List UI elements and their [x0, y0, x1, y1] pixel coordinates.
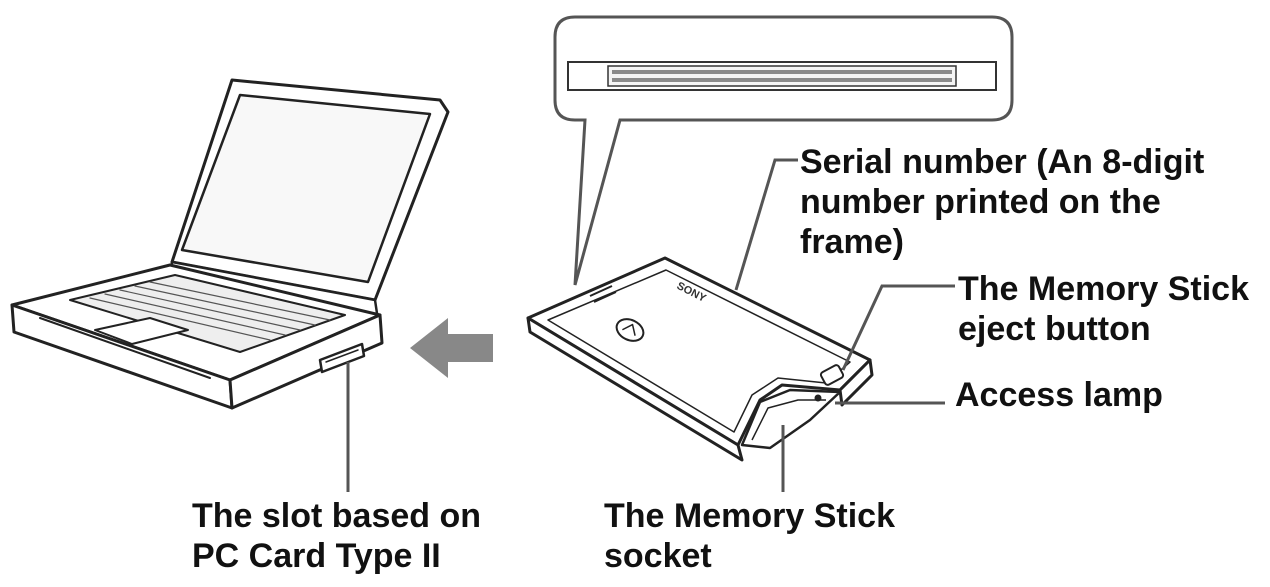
access-lamp-label-line-1: Access lamp	[955, 376, 1163, 414]
pc-card-slot-label-line-1: The slot based on	[192, 497, 482, 535]
serial-number-label-line-3: frame)	[800, 223, 904, 261]
leader-eject-button	[841, 284, 955, 371]
eject-button-label-line-2: eject button	[958, 310, 1151, 348]
serial-number-label-line-1: Serial number (An 8-digit	[800, 143, 1205, 181]
memory-stick-socket-label: The Memory Stick socket	[604, 496, 895, 576]
access-lamp-label: Access lamp	[955, 375, 1163, 415]
pc-card-slot-label-line-2: PC Card Type II	[192, 537, 441, 575]
memory-stick-socket-label-line-1: The Memory Stick	[604, 497, 895, 535]
eject-button-label-line-1: The Memory Stick	[958, 270, 1249, 308]
memory-stick-socket-label-line-2: socket	[604, 537, 712, 575]
pc-card-slot-label: The slot based on PC Card Type II	[192, 496, 481, 576]
eject-button-label: The Memory Stick eject button	[958, 269, 1249, 349]
left-arrow-icon	[410, 318, 493, 378]
laptop-illustration	[10, 78, 450, 410]
leader-lines	[346, 158, 955, 492]
leader-serial-number	[734, 158, 798, 291]
serial-number-label-line-2: number printed on the	[800, 183, 1161, 221]
memory-stick-adapter-card	[526, 256, 874, 462]
connector-callout	[553, 15, 1014, 286]
serial-number-label: Serial number (An 8-digit number printed…	[800, 142, 1204, 262]
